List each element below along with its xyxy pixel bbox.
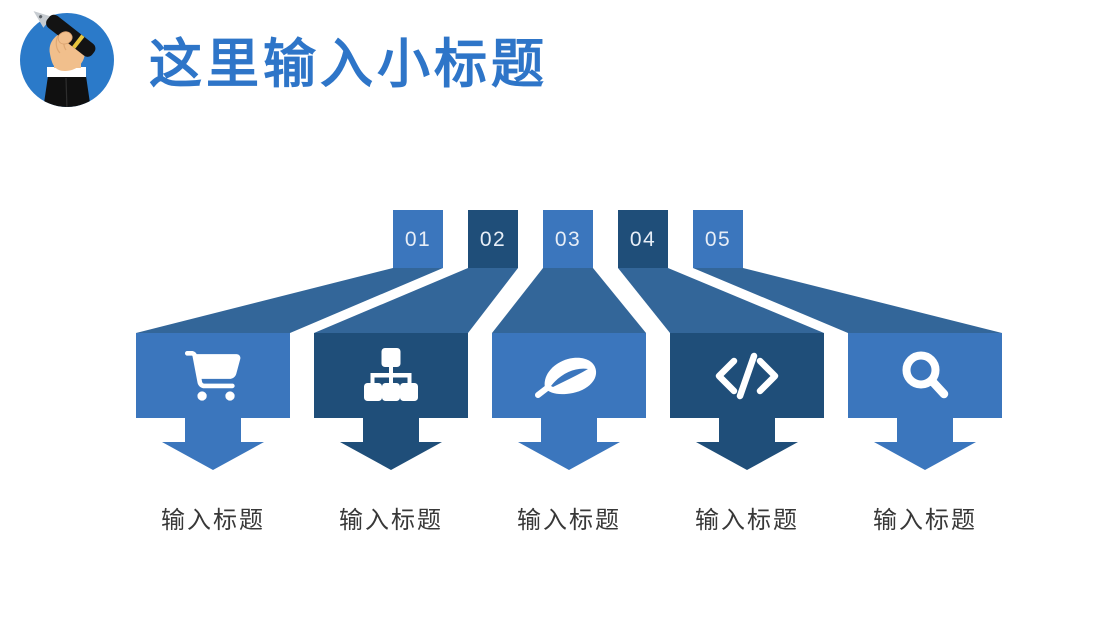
down-arrow-5	[874, 417, 976, 470]
step-tab-2	[468, 210, 518, 268]
step-label-3: 输入标题	[517, 507, 621, 534]
logo-thumb	[57, 31, 73, 45]
sitemap-icon	[364, 348, 418, 401]
funnel-ribbon-1	[136, 268, 443, 333]
step-box-5	[848, 333, 1002, 418]
step-tab-1	[393, 210, 443, 268]
down-arrow-4	[696, 417, 798, 470]
step-number-5: 05	[705, 228, 731, 251]
down-arrow-2	[340, 417, 442, 470]
code-icon	[715, 352, 779, 400]
step-tab-4	[618, 210, 668, 268]
funnel-ribbon-2	[314, 268, 518, 333]
down-arrow-3	[518, 417, 620, 470]
funnel-ribbon-3	[492, 268, 646, 333]
step-tab-3	[543, 210, 593, 268]
hand-pen-logo-icon	[20, 11, 114, 107]
step-tab-5	[693, 210, 743, 268]
shopping-cart-icon	[185, 351, 241, 401]
step-number-2: 02	[480, 228, 506, 251]
leaf-icon	[535, 357, 597, 398]
step-label-4: 输入标题	[695, 507, 799, 534]
step-label-1: 输入标题	[161, 507, 265, 534]
step-label-5: 输入标题	[873, 507, 977, 534]
step-label-2: 输入标题	[339, 507, 443, 534]
step-number-4: 04	[630, 228, 656, 251]
funnel-ribbon-5	[693, 268, 1002, 333]
funnel-ribbon-4	[618, 268, 824, 333]
step-number-3: 03	[555, 228, 581, 251]
down-arrow-1	[162, 417, 264, 470]
step-number-1: 01	[405, 228, 431, 251]
page-title: 这里输入小标题	[149, 35, 548, 94]
search-icon	[902, 351, 949, 399]
